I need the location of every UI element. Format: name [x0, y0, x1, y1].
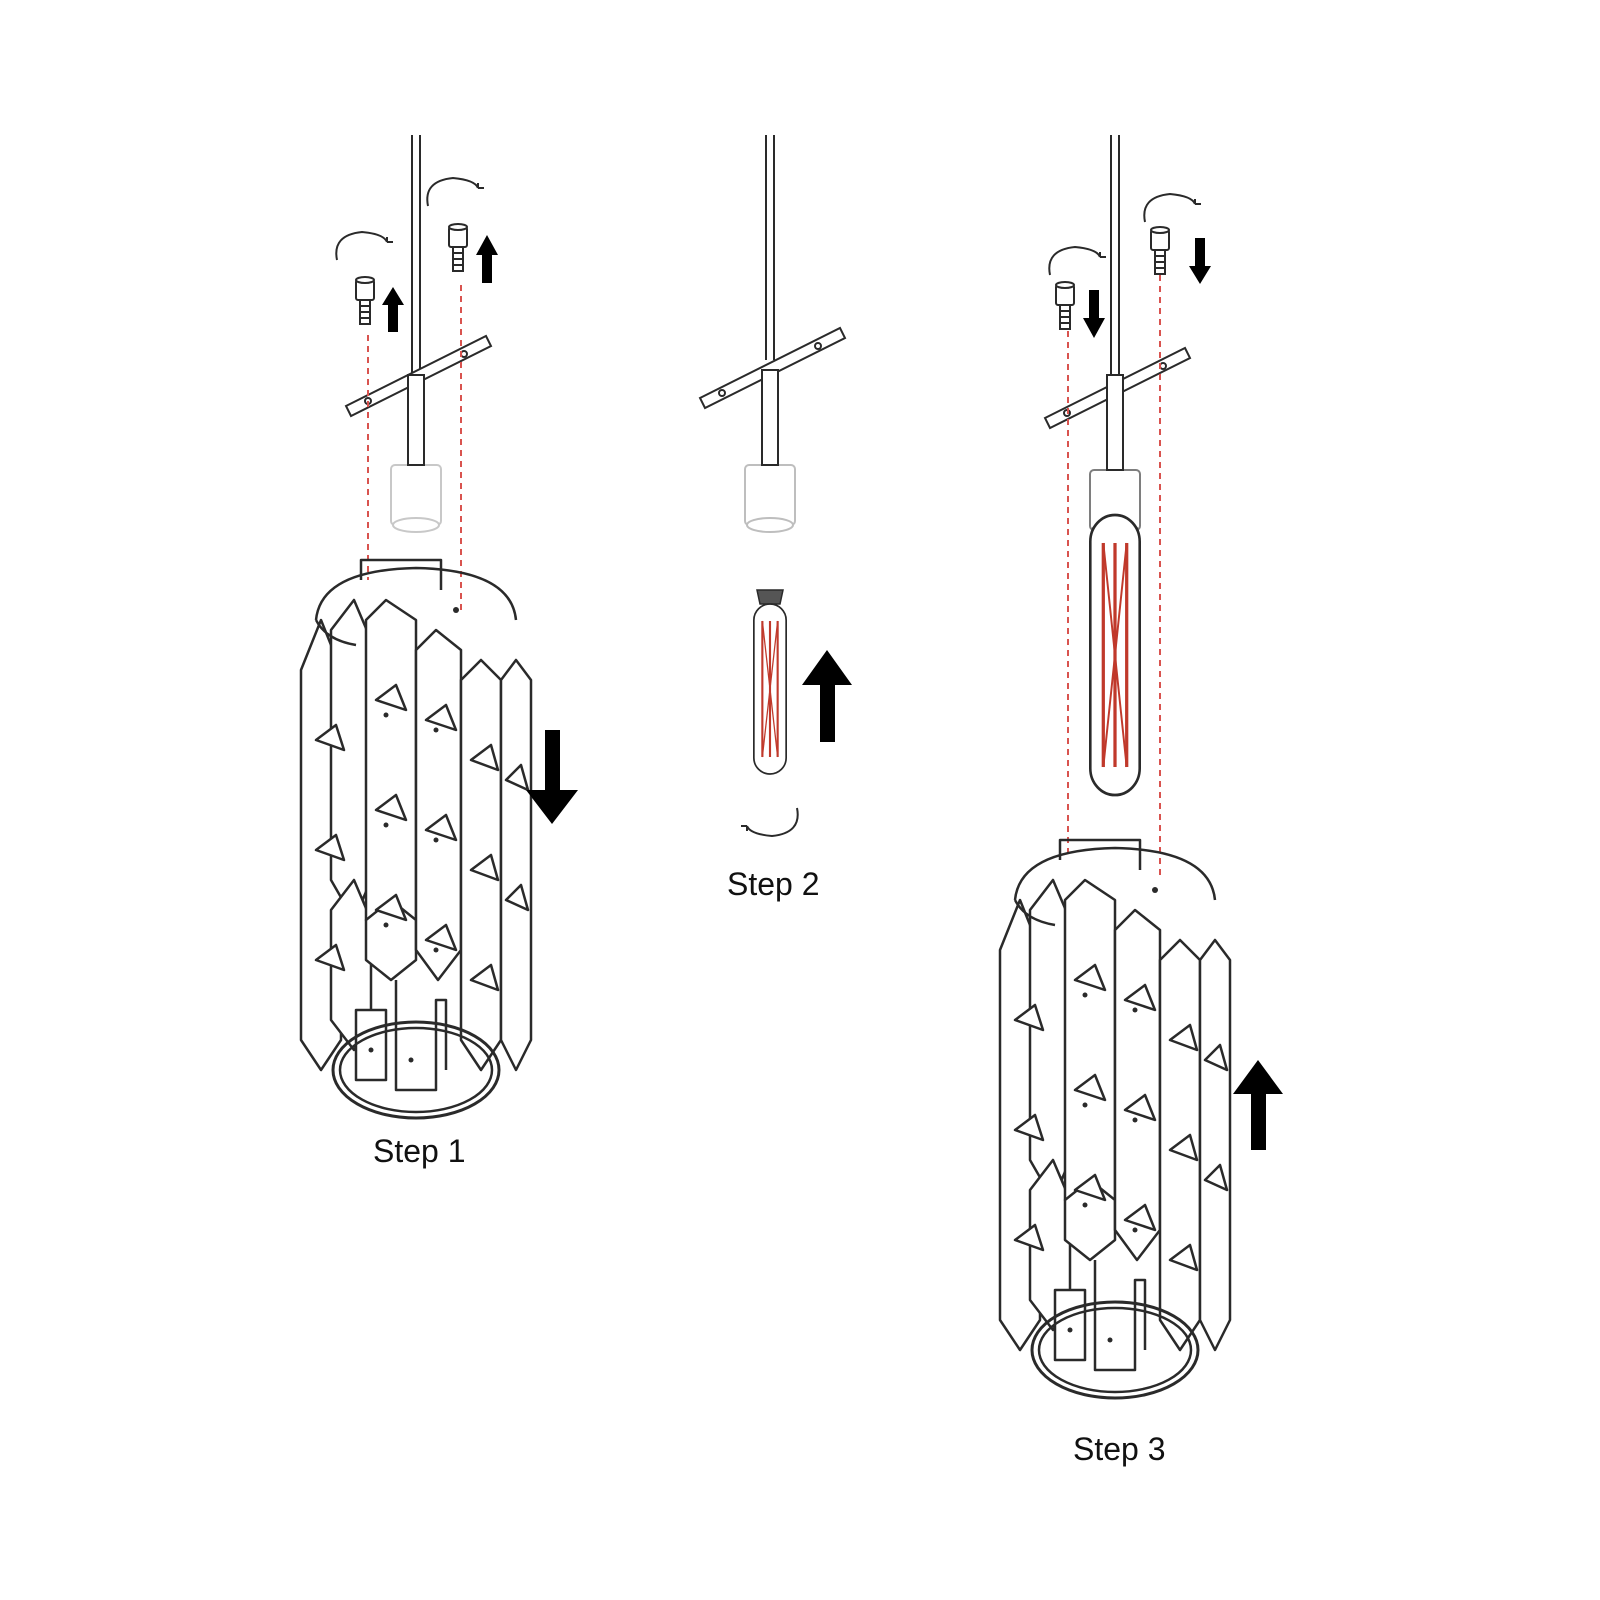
step-3-illustration [998, 135, 1283, 1400]
lamp-cage [998, 838, 1232, 1400]
thumb-screw [1055, 281, 1075, 330]
step-2-illustration [699, 135, 852, 837]
step-2-label: Step 2 [727, 866, 820, 902]
rotate-arrow-icon [426, 177, 485, 207]
step-1-illustration [299, 135, 578, 1120]
thumb-screw [448, 223, 468, 272]
down-arrow-icon [1189, 238, 1211, 284]
rotate-arrow-icon [1048, 246, 1107, 276]
step-3-label: Step 3 [1073, 1431, 1166, 1467]
down-arrow-icon [526, 730, 578, 824]
thumb-screw [355, 276, 375, 325]
up-arrow-icon [382, 287, 404, 332]
down-arrow-icon [1083, 290, 1105, 338]
up-arrow-icon [802, 650, 852, 742]
rotate-arrow-icon [740, 807, 799, 837]
thumb-screw [1150, 226, 1170, 275]
step-1-label: Step 1 [373, 1133, 466, 1169]
up-arrow-icon [1233, 1060, 1283, 1150]
tubular-bulb [1088, 513, 1142, 797]
rotate-arrow-icon [1143, 193, 1202, 223]
up-arrow-icon [476, 235, 498, 283]
lamp-cage [299, 558, 533, 1120]
rotate-arrow-icon [335, 231, 394, 261]
tubular-bulb [752, 602, 788, 776]
